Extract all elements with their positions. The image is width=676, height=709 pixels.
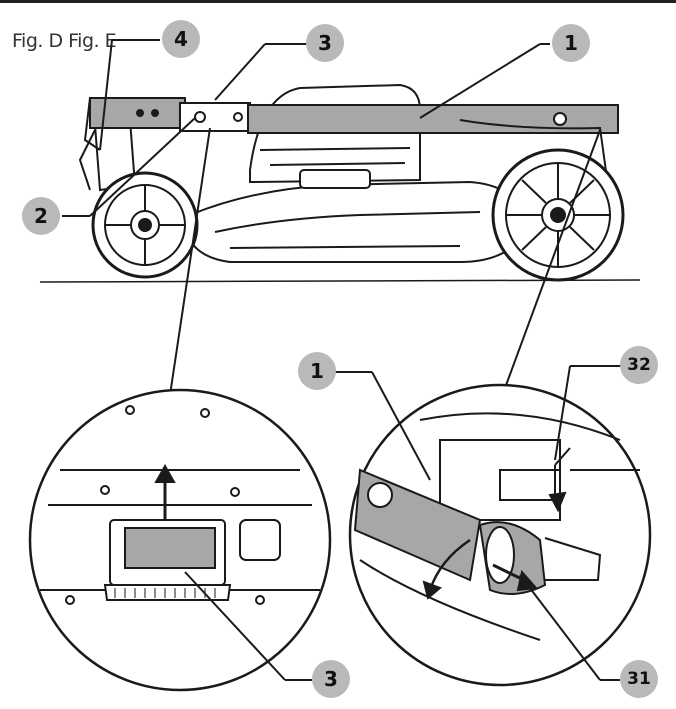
callout-1-detail: 1	[298, 352, 336, 390]
figure-label: Fig. D Fig. E	[12, 30, 117, 52]
mower-deck	[189, 180, 521, 263]
left-detail-circle	[28, 388, 332, 692]
callout-2: 2	[22, 197, 60, 235]
top-rule	[0, 0, 676, 3]
release-lever	[124, 527, 216, 569]
callout-3-top: 3	[306, 24, 344, 62]
rear-wheel	[91, 171, 199, 279]
callout-3-detail: 3	[312, 660, 350, 698]
right-detail-circle	[335, 365, 652, 687]
front-wheel	[491, 148, 625, 282]
leader-right-detail	[504, 129, 601, 389]
leader-left-detail	[169, 127, 211, 396]
callout-32: 32	[620, 346, 658, 384]
ground-line	[39, 279, 641, 283]
handle-joint	[179, 102, 251, 132]
callout-1-top: 1	[552, 24, 590, 62]
callout-4: 4	[162, 20, 200, 58]
callout-31: 31	[620, 660, 658, 698]
